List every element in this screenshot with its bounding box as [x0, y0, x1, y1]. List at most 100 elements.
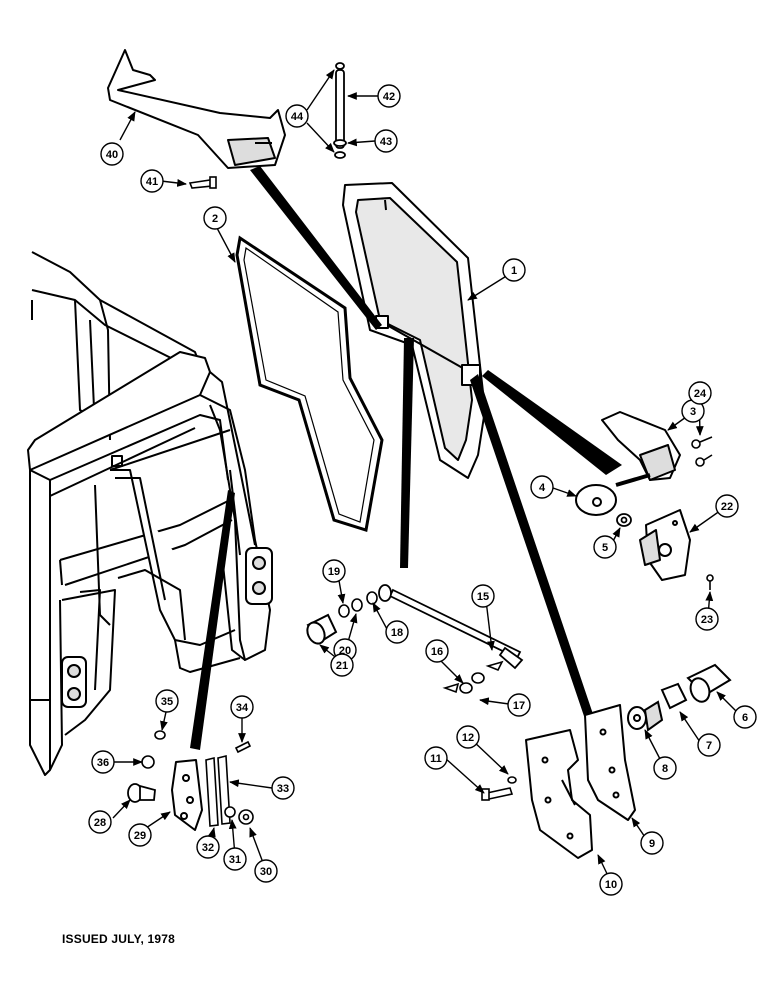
callout-18: 18	[385, 620, 409, 644]
callout-6-label: 6	[742, 712, 748, 724]
callout-5: 5	[593, 535, 617, 559]
callout-3: 3	[681, 399, 705, 423]
callout-41-label: 41	[146, 176, 158, 188]
callout-28-label: 28	[94, 817, 106, 829]
callout-19: 19	[322, 559, 346, 583]
callout-6: 6	[733, 705, 757, 729]
callout-17-label: 17	[513, 700, 525, 712]
callout-24: 24	[688, 381, 712, 405]
callout-33: 33	[271, 776, 295, 800]
callout-23-label: 23	[701, 614, 713, 626]
callout-5-label: 5	[602, 542, 608, 554]
plate-9	[584, 704, 636, 821]
callout-34: 34	[230, 695, 254, 719]
callout-42: 42	[377, 84, 401, 108]
latch-22	[639, 509, 691, 581]
bolt-11	[481, 787, 514, 801]
hinge-pin	[333, 62, 347, 159]
callout-7-label: 7	[706, 740, 712, 752]
callout-33-label: 33	[277, 783, 289, 795]
callout-12: 12	[456, 725, 480, 749]
callout-1-label: 1	[511, 265, 517, 277]
callout-29-label: 29	[134, 830, 146, 842]
hinge-bracket-29	[171, 759, 203, 831]
callout-4: 4	[530, 475, 554, 499]
callout-15-label: 15	[477, 591, 489, 603]
callout-43-label: 43	[380, 136, 392, 148]
callout-8: 8	[653, 756, 677, 780]
door-seal	[235, 235, 384, 532]
cab-frame	[27, 251, 271, 776]
callout-19-label: 19	[328, 566, 340, 578]
callout-28: 28	[88, 810, 112, 834]
knob-21	[306, 613, 338, 645]
callout-11-label: 11	[430, 753, 442, 765]
callout-29: 29	[128, 823, 152, 847]
callout-10: 10	[599, 872, 623, 896]
callout-41: 41	[140, 169, 164, 193]
callout-16-label: 16	[431, 646, 443, 658]
escutcheon-disc	[575, 484, 617, 516]
callout-1: 1	[502, 258, 526, 282]
door-seal-inner	[243, 246, 375, 523]
callout-2: 2	[203, 206, 227, 230]
screw-41	[188, 176, 217, 189]
frame-lamps	[61, 547, 273, 708]
callout-18-label: 18	[391, 627, 403, 639]
nut-35-36	[141, 730, 166, 769]
pin-28	[127, 783, 156, 803]
washers-18-20	[338, 591, 378, 618]
callout-11: 11	[424, 746, 448, 770]
callout-23: 23	[695, 607, 719, 631]
lock-8	[627, 700, 664, 732]
callout-21-label: 21	[336, 660, 348, 672]
callout-42-label: 42	[383, 91, 395, 103]
screw-34	[234, 740, 252, 754]
callout-44: 44	[285, 104, 309, 128]
callout-36-label: 36	[97, 757, 109, 769]
callout-43: 43	[374, 129, 398, 153]
callout-15: 15	[471, 584, 495, 608]
callout-30: 30	[254, 859, 278, 883]
grab-handle	[107, 49, 286, 169]
callout-40: 40	[100, 142, 124, 166]
clips-16-17	[442, 660, 504, 694]
callout-16: 16	[425, 639, 449, 663]
callout-31-label: 31	[229, 854, 241, 866]
callout-24-label: 24	[694, 388, 707, 400]
bushing-6	[686, 663, 732, 703]
screw-23	[706, 574, 714, 590]
door-assembly	[342, 182, 486, 479]
callout-40-label: 40	[106, 149, 118, 161]
callout-34-label: 34	[236, 702, 249, 714]
callout-35-label: 35	[161, 696, 173, 708]
keys	[691, 436, 713, 467]
nut-12	[507, 776, 517, 784]
callout-9-label: 9	[649, 838, 655, 850]
callout-21: 21	[330, 653, 354, 677]
callout-32: 32	[196, 835, 220, 859]
callout-12-label: 12	[462, 732, 474, 744]
callout-22-label: 22	[721, 501, 733, 513]
nut-5	[616, 513, 632, 527]
callout-32-label: 32	[202, 842, 214, 854]
callout-2-label: 2	[212, 213, 218, 225]
washers-30-31	[224, 806, 254, 825]
callout-30-label: 30	[260, 866, 272, 878]
leader-lines	[190, 166, 622, 750]
callout-3-label: 3	[690, 406, 696, 418]
issued-date: ISSUED JULY, 1978	[62, 932, 176, 946]
callout-35: 35	[155, 689, 179, 713]
callout-17: 17	[507, 693, 531, 717]
door-handle	[601, 411, 681, 487]
callout-44-label: 44	[291, 111, 304, 123]
callout-36: 36	[91, 750, 115, 774]
callout-4-label: 4	[539, 482, 546, 494]
callout-22: 22	[715, 494, 739, 518]
callout-31: 31	[223, 847, 247, 871]
callout-10-label: 10	[605, 879, 617, 891]
plate-10	[525, 729, 593, 859]
pad-7	[660, 682, 688, 710]
